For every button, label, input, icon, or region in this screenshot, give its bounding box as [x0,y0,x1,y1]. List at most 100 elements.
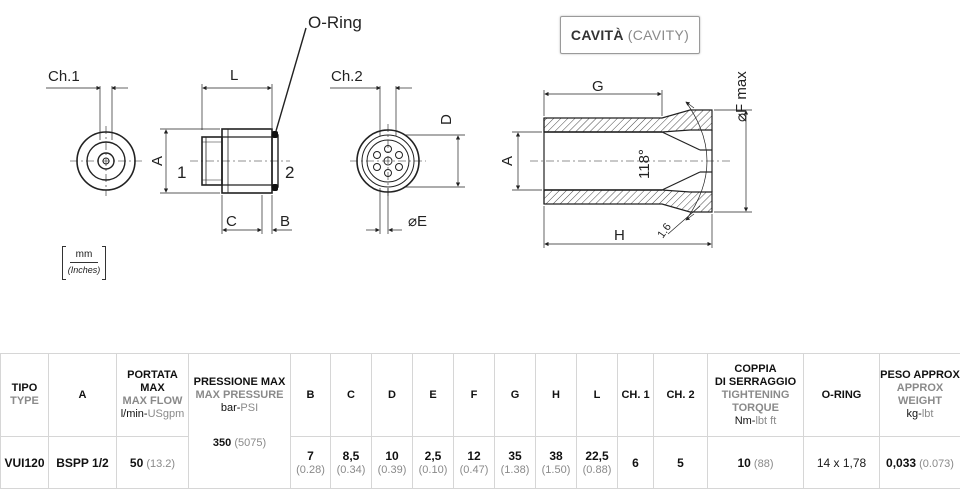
cell-l-inch: (0.88) [577,463,617,477]
spec-table: TIPO TYPE A PORTATA MAX MAX FLOW l/min-U… [0,353,960,489]
side-view: L A 1 2 C B O-Ring [149,13,362,234]
cell-coppia-lbtft: (88) [754,458,774,470]
units-mm: mm [70,248,98,263]
cell-h: 38(1.50) [536,437,577,489]
cell-peso-lbt: (0.073) [919,458,954,470]
A-label-side: A [149,156,166,166]
cell-a: BSPP 1/2 [49,437,117,489]
cell-ch1-value: 6 [632,456,639,470]
th-portata-it: PORTATA [117,369,188,382]
port-2-label: 2 [285,163,294,182]
th-coppia-unit: Nm-lbt ft [708,415,803,428]
cell-e-inch: (0.10) [413,463,453,477]
th-coppia-en2: TORQUE [708,402,803,415]
cell-c-inch: (0.34) [331,463,371,477]
th-c-label: C [331,389,371,402]
front-view-ch1: Ch.1 [46,68,142,196]
th-l-label: L [577,389,617,402]
cell-g: 35(1.38) [495,437,536,489]
th-portata-unit: l/min-USgpm [117,408,188,421]
th-portata-it2: MAX [117,382,188,395]
th-portata-en: MAX FLOW [117,395,188,408]
th-b: B [291,354,331,437]
cell-d: 10(0.39) [372,437,413,489]
th-tipo-en: TYPE [1,395,48,408]
cavity-section: G A H ⌀F max 118° 1.6 [499,71,752,248]
A-label-cavity: A [499,156,516,166]
cell-c: 8,5(0.34) [331,437,372,489]
th-ch1-label: CH. 1 [618,389,653,402]
cell-l: 22,5(0.88) [577,437,618,489]
th-f: F [454,354,495,437]
cell-e-value: 2,5 [413,449,453,463]
cell-pressione: 350 (5075) [189,437,291,489]
th-peso-en: APPROX [880,382,960,395]
cell-b-inch: (0.28) [291,463,330,477]
cell-h-value: 38 [536,449,576,463]
th-ch2-label: CH. 2 [654,389,707,402]
th-coppia-it: COPPIA [708,363,803,376]
table-row: VUI120 BSPP 1/2 50 (13.2) 350 (5075) 7(0… [1,437,960,489]
H-label: H [614,227,625,244]
th-g: G [495,354,536,437]
cell-c-value: 8,5 [331,449,371,463]
angle-label: 118° [636,149,653,179]
unit-psi: PSI [240,402,258,414]
th-b-label: B [291,389,330,402]
cell-a-value: BSPP 1/2 [56,456,108,470]
cell-d-value: 10 [372,449,412,463]
cell-peso: 0,033 (0.073) [880,437,960,489]
th-d-label: D [372,389,412,402]
th-h: H [536,354,577,437]
cell-e: 2,5(0.10) [413,437,454,489]
cell-peso-value: 0,033 [886,456,916,470]
ch1-label: Ch.1 [48,68,80,85]
cell-coppia-value: 10 [738,456,751,470]
th-f-label: F [454,389,494,402]
th-e-label: E [413,389,453,402]
cell-b: 7(0.28) [291,437,331,489]
cell-g-value: 35 [495,449,535,463]
th-l: L [577,354,618,437]
unit-nm: Nm- [735,415,756,427]
table-header-row: TIPO TYPE A PORTATA MAX MAX FLOW l/min-U… [1,354,960,437]
th-pressione-en: MAX PRESSURE [189,389,290,402]
cell-tipo: VUI120 [1,437,49,489]
C-label: C [226,213,237,230]
B-label: B [280,213,290,230]
port-1-label: 1 [177,163,186,182]
cell-b-value: 7 [291,449,330,463]
unit-lmin: l/min- [121,408,148,420]
th-c: C [331,354,372,437]
th-h-label: H [536,389,576,402]
unit-lbtft: lbt ft [755,415,776,427]
th-portata: PORTATA MAX MAX FLOW l/min-USgpm [117,354,189,437]
rear-view-ch2: Ch.2 D ⌀E [330,68,465,234]
th-peso: PESO APPROX APPROX WEIGHT kg-lbt [880,354,960,437]
th-coppia-en: TIGHTENING [708,389,803,402]
cell-pressione-psi: (5075) [234,437,266,449]
th-oring: O-RING [804,354,880,437]
cell-oring-value: 14 x 1,78 [817,456,866,470]
cell-f: 12(0.47) [454,437,495,489]
bracket-left [62,246,66,280]
cell-h-inch: (1.50) [536,463,576,477]
th-a: A [49,354,117,437]
G-label: G [592,78,604,95]
bracket-right [102,246,106,280]
oring-label: O-Ring [308,13,362,32]
F-label: ⌀F max [733,71,750,122]
cell-f-value: 12 [454,449,494,463]
cell-ch1: 6 [618,437,654,489]
th-a-label: A [49,389,116,402]
technical-drawing: Ch.1 L A 1 2 [0,0,960,330]
unit-usgpm: USgpm [148,408,185,420]
th-e: E [413,354,454,437]
cavity-title: CAVITÀ (CAVITY) [560,16,700,54]
cell-f-inch: (0.47) [454,463,494,477]
E-label: ⌀E [408,213,427,230]
units-note: mm (Inches) [62,246,106,280]
th-d: D [372,354,413,437]
unit-lbt: lbt [922,408,934,420]
th-ch1: CH. 1 [618,354,654,437]
